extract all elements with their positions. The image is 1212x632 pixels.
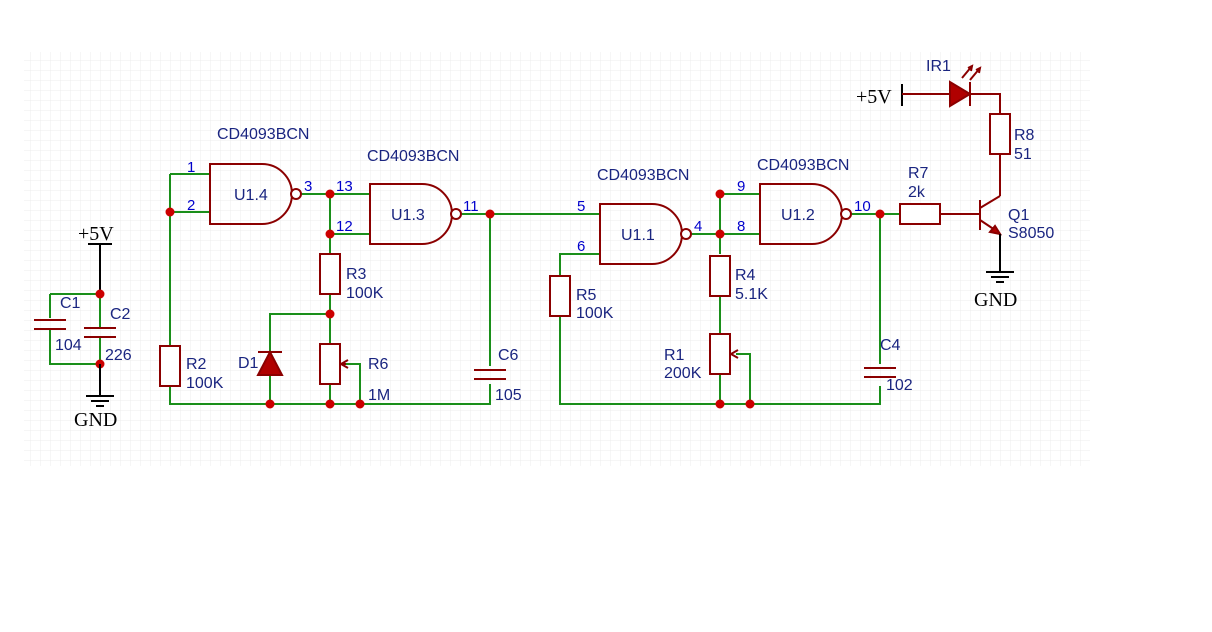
u1-4-pin-out: 3 [304,178,312,195]
resistor-r5 [549,275,571,317]
junction [875,209,885,219]
resistor-r4 [709,255,731,297]
capacitor-c2 [84,327,116,338]
u1-3-part: CD4093BCN [367,148,459,165]
u1-3-pin-b: 12 [336,218,353,235]
u1-2-ref: U1.2 [781,207,815,224]
potentiometer-r6 [319,343,349,385]
c2-value: 226 [105,347,132,364]
u1-1-part: CD4093BCN [597,167,689,184]
r8-ref: R8 [1014,127,1035,144]
gate-u1-3: U1.3 CD4093BCN 13 12 11 [336,148,479,245]
u1-1-pin-a: 5 [577,198,585,215]
ir1-ref: IR1 [926,58,951,75]
r3-ref: R3 [346,266,367,283]
gate-u1-4: U1.4 CD4093BCN 1 2 3 [187,126,312,225]
u1-3-ref: U1.3 [391,207,425,224]
junction [325,309,335,319]
u1-2-part: CD4093BCN [757,157,849,174]
junction [715,189,725,199]
u1-4-ref: U1.4 [234,187,268,204]
output-stage: +5V IR1 Q1 S8050 GND [856,58,1054,311]
u1-3-pin-a: 13 [336,178,353,195]
r4-ref: R4 [735,267,756,284]
r3-value: 100K [346,285,384,302]
u1-4-pin-a: 1 [187,159,195,176]
junction [325,189,335,199]
r7-ref: R7 [908,165,929,182]
junction [715,399,725,409]
junction [715,229,725,239]
junction [355,399,365,409]
q1-ref: Q1 [1008,207,1029,224]
junction [325,399,335,409]
q1-value: S8050 [1008,225,1054,242]
r1-ref: R1 [664,347,685,364]
potentiometer-r1 [709,333,739,375]
r7-value: 2k [908,184,926,201]
u1-3-pin-out: 11 [463,198,479,215]
c6-value: 105 [495,387,522,404]
vcc-label-right: +5V [856,86,892,108]
resistor-r8 [989,113,1011,155]
c1-ref: C1 [60,295,81,312]
wire-led-r8 [970,93,1001,114]
r2-value: 100K [186,375,224,392]
junction [95,289,105,299]
wire-c1-bottom [49,330,100,365]
c2-ref: C2 [110,306,131,323]
wire-r1-wiper [736,353,751,404]
d1-ref: D1 [238,355,259,372]
r8-value: 51 [1014,146,1032,163]
r5-ref: R5 [576,287,597,304]
c4-ref: C4 [880,337,901,354]
u1-2-pin-out: 10 [854,198,871,215]
vcc-label-left: +5V [78,223,114,245]
r5-value: 100K [576,305,614,322]
resistor-r7 [899,203,941,225]
u1-1-pin-out: 4 [694,218,702,235]
gnd-symbol-left [86,395,114,407]
gate-u1-1: U1.1 CD4093BCN 5 6 4 [577,167,702,265]
junction [265,399,275,409]
diode-d1 [256,349,284,376]
c6-ref: C6 [498,347,519,364]
u1-1-pin-b: 6 [577,238,585,255]
wire-d1-top [269,313,330,352]
c4-value: 102 [886,377,913,394]
u1-4-part: CD4093BCN [217,126,309,143]
gnd-label-left: GND [74,409,117,431]
capacitor-c6 [474,369,506,380]
gnd-label-right: GND [974,289,1017,311]
c1-value: 104 [55,337,82,354]
u1-4-pin-b: 2 [187,197,195,214]
wire-u11-pin6 [559,253,600,276]
junction [485,209,495,219]
capacitor-c1 [34,319,66,330]
gate-u1-2: U1.2 CD4093BCN 9 8 10 [737,157,871,245]
ir-led-ir1 [949,64,982,108]
junction [165,207,175,217]
u1-2-pin-b: 8 [737,218,745,235]
resistor-r2 [159,345,181,387]
junction [325,229,335,239]
power-decoupling-group: +5V C1 104 C2 226 GND [34,223,132,431]
r4-value: 5.1K [735,286,768,303]
u1-1-ref: U1.1 [621,227,655,244]
r1-value: 200K [664,365,702,382]
r2-ref: R2 [186,356,207,373]
resistor-r3 [319,253,341,295]
r6-ref: R6 [368,356,389,373]
grid-background [24,52,1090,466]
gnd-symbol-right [986,271,1014,283]
wire-r6-wiper [346,363,361,404]
r6-value: 1M [368,387,390,404]
capacitor-c4 [864,367,896,378]
u1-2-pin-a: 9 [737,178,745,195]
transistor-q1 [979,195,1003,236]
junction [745,399,755,409]
